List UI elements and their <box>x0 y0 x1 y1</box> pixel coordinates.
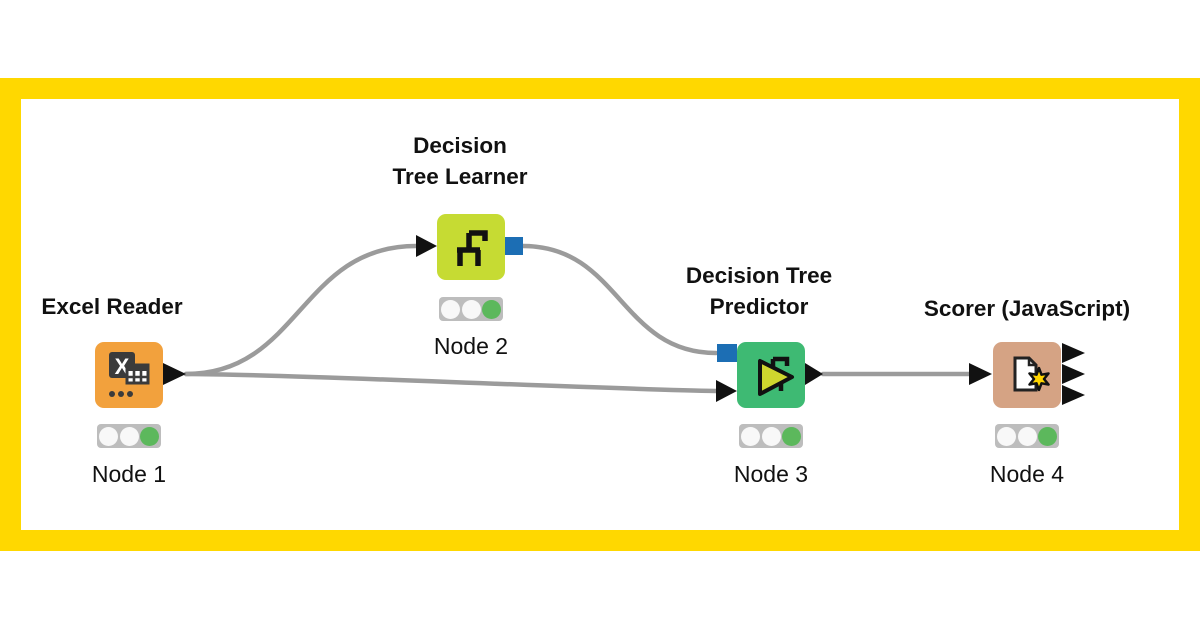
status-traffic-light-node3 <box>739 424 803 448</box>
status-light-off-icon <box>741 426 760 446</box>
node-label-2: Node 2 <box>433 333 509 359</box>
excel-reader-icon: X <box>109 352 150 397</box>
node4-output-port-1[interactable] <box>1062 343 1085 363</box>
status-light-off-icon <box>461 299 481 319</box>
node-label-3: Node 3 <box>733 461 809 487</box>
connection-node1-node2[interactable] <box>183 243 419 377</box>
node2-model-output-port[interactable] <box>505 237 523 255</box>
node-excel-reader[interactable]: X <box>95 342 163 408</box>
status-light-green-icon <box>140 426 159 446</box>
node4-input-port[interactable] <box>969 363 992 385</box>
status-traffic-light-node2 <box>439 297 503 321</box>
status-light-off-icon <box>1017 426 1037 446</box>
node-decision-tree-predictor[interactable] <box>737 342 805 408</box>
status-light-green-icon <box>482 299 501 319</box>
status-light-green-icon <box>1038 426 1057 446</box>
node1-output-port[interactable] <box>163 363 186 385</box>
connection-node2-node3[interactable] <box>520 243 719 356</box>
status-light-off-icon <box>997 426 1016 446</box>
node4-output-port-3[interactable] <box>1062 385 1085 405</box>
node-title-scorer-javascript: Scorer (JavaScript) <box>923 296 1131 321</box>
node-label-1: Node 1 <box>91 461 167 487</box>
status-light-off-icon <box>441 299 460 319</box>
yellow-frame <box>0 78 1200 551</box>
node-title-decision-tree-learner: Decision Tree Learner <box>392 133 528 189</box>
status-light-off-icon <box>761 426 781 446</box>
node4-output-port-2[interactable] <box>1062 364 1085 384</box>
node-decision-tree-learner[interactable] <box>437 214 505 280</box>
scorer-javascript-icon <box>1013 356 1050 392</box>
node3-model-input-port[interactable] <box>717 344 737 362</box>
decision-tree-predictor-icon <box>758 356 794 396</box>
status-traffic-light-node4 <box>995 424 1059 448</box>
node-label-4: Node 4 <box>989 461 1065 487</box>
node3-output-port[interactable] <box>805 363 823 385</box>
decision-tree-learner-icon <box>457 230 488 266</box>
node3-data-input-port[interactable] <box>716 380 737 402</box>
status-light-off-icon <box>119 426 139 446</box>
status-light-off-icon <box>99 426 118 446</box>
node-scorer-javascript[interactable] <box>993 342 1061 408</box>
status-light-green-icon <box>782 426 801 446</box>
status-traffic-light-node1 <box>97 424 161 448</box>
star-burst-icon <box>1028 366 1050 392</box>
node-title-decision-tree-predictor: Decision Tree Predictor <box>685 263 833 319</box>
connection-node1-node3[interactable] <box>183 371 719 394</box>
node-title-excel-reader: Excel Reader <box>41 294 183 319</box>
node2-input-port[interactable] <box>416 235 437 257</box>
